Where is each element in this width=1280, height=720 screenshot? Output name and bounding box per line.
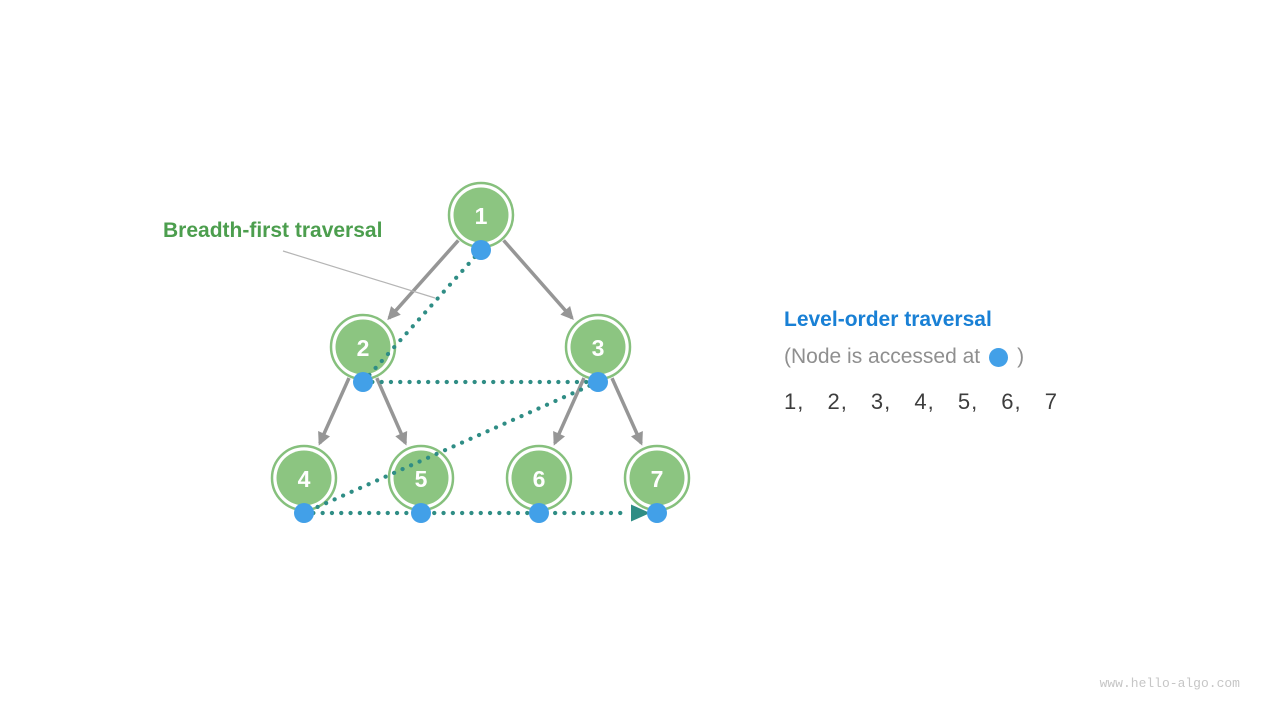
access-note-suffix: ) — [1017, 345, 1025, 368]
access-note-prefix: (Node is accessed at — [784, 345, 981, 368]
breadth-first-label: Breadth-first traversal — [163, 219, 383, 242]
access-dot-5 — [411, 503, 431, 523]
traversal-segment-3-4 — [301, 379, 601, 516]
node-6-body — [511, 450, 567, 506]
node-6-label: 6 — [533, 466, 546, 492]
access-dot-4 — [294, 503, 314, 523]
node-7-body — [629, 450, 685, 506]
tree-node-2: 2 — [329, 313, 397, 381]
node-3-label: 3 — [592, 335, 605, 361]
node-2-label: 2 — [357, 335, 370, 361]
access-dot-3 — [588, 372, 608, 392]
tree-node-3: 3 — [564, 313, 632, 381]
node-4-body — [276, 450, 332, 506]
traversal-path — [301, 247, 631, 516]
tree-edge-3-7 — [610, 377, 643, 446]
traversal-arrowhead-icon — [631, 504, 650, 522]
access-dot-legend-icon — [989, 347, 1009, 367]
access-note: (Node is accessed at ) — [784, 345, 1024, 369]
tree-edge-2-4 — [318, 377, 351, 446]
tree-node-1: 1 — [447, 181, 515, 249]
label-pointer-line — [282, 250, 436, 299]
node-5-label: 5 — [415, 466, 428, 492]
node-3-body — [570, 319, 626, 375]
access-dot-2 — [353, 372, 373, 392]
tree-node-5: 5 — [387, 444, 455, 512]
node-5-body — [393, 450, 449, 506]
access-dot-6 — [529, 503, 549, 523]
level-order-title: Level-order traversal — [784, 308, 992, 331]
tree-edge-1-3 — [502, 239, 574, 321]
traversal-sequence: 1, 2, 3, 4, 5, 6, 7 — [784, 389, 1058, 414]
node-1-body — [453, 187, 509, 243]
tree-edge-1-2 — [387, 239, 460, 321]
node-4-label: 4 — [298, 466, 311, 492]
watermark: www.hello-algo.com — [1099, 676, 1240, 691]
traversal-segment-1-2 — [360, 247, 484, 385]
node-1-label: 1 — [475, 203, 488, 229]
access-dot-7 — [647, 503, 667, 523]
node-2-body — [335, 319, 391, 375]
access-dots — [294, 240, 667, 523]
tree-edge-2-5 — [375, 377, 408, 446]
tree-node-6: 6 — [505, 444, 573, 512]
tree-node-7: 7 — [623, 444, 691, 512]
tree-node-4: 4 — [270, 444, 338, 512]
node-7-label: 7 — [651, 466, 664, 492]
access-dot-1 — [471, 240, 491, 260]
tree-edge-3-6 — [553, 377, 586, 446]
